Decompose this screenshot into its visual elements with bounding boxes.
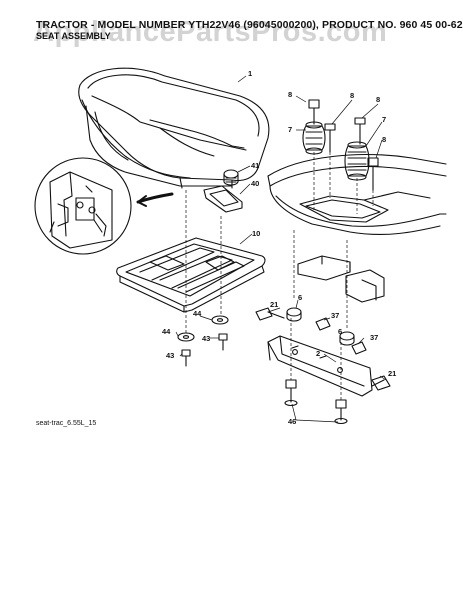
bracket-40 — [203, 185, 243, 213]
bolt-8-c — [354, 117, 366, 145]
nut-6-left — [286, 307, 302, 322]
callout-6-a: 6 — [298, 293, 302, 302]
screw-43-a — [218, 333, 228, 351]
bolt-8-d — [367, 157, 379, 191]
callout-7-a: 7 — [288, 125, 292, 134]
callout-37-b: 37 — [370, 333, 378, 342]
pivot-bracket — [297, 255, 385, 303]
callout-44-a: 44 — [193, 309, 202, 318]
bolt-8-b — [324, 123, 336, 153]
callout-8-d: 8 — [382, 135, 386, 144]
callout-1: 1 — [248, 69, 252, 78]
knob-41 — [223, 169, 239, 186]
spring-right — [344, 141, 370, 181]
bolt-8-a — [308, 99, 320, 125]
watermark: AppliancePartsPros.com — [33, 16, 388, 48]
callout-10: 10 — [252, 229, 260, 238]
callout-8-a: 8 — [288, 90, 292, 99]
screw-43-b — [181, 349, 191, 367]
callout-41: 41 — [251, 161, 259, 170]
leader-lines — [175, 75, 387, 423]
callout-44-b: 44 — [162, 327, 171, 336]
callout-37-a: 37 — [331, 311, 339, 320]
callout-43-a: 43 — [202, 334, 210, 343]
fender — [267, 154, 447, 236]
callout-21-b: 21 — [388, 369, 396, 378]
seat — [78, 67, 270, 189]
detail-inset — [34, 157, 132, 255]
diagram-subtitle: SEAT ASSEMBLY — [36, 31, 111, 41]
washer-44-b — [177, 332, 195, 342]
seat-pan — [116, 237, 266, 313]
clip-37-right — [351, 341, 367, 355]
nut-6-right — [339, 331, 355, 346]
callout-46: 46 — [288, 417, 296, 426]
spring-left — [302, 121, 326, 155]
callout-8-b: 8 — [350, 91, 354, 100]
detail-arrow — [136, 192, 174, 204]
bolt-21-left — [255, 307, 285, 321]
clip-37-left — [315, 317, 331, 331]
callout-21-a: 21 — [270, 300, 278, 309]
callout-6-b: 6 — [338, 327, 342, 336]
bolt-21-right — [371, 375, 391, 391]
seat-plate — [267, 335, 373, 397]
callout-2: 2 — [316, 349, 320, 358]
bolt-46-right — [334, 399, 348, 425]
assembly-lines — [185, 152, 374, 400]
washer-44-a — [211, 315, 229, 325]
callout-7-b: 7 — [382, 115, 386, 124]
callout-8-c: 8 — [376, 95, 380, 104]
callout-43-b: 43 — [166, 351, 174, 360]
footer-code: seat-trac_6.55L_15 — [36, 420, 97, 427]
callouts: 1 8 8 8 7 7 8 41 40 10 21 6 37 2 6 37 21… — [162, 69, 396, 426]
diagram-title: TRACTOR - MODEL NUMBER YTH22V46 (9604500… — [36, 19, 463, 31]
bolt-46-left — [284, 379, 298, 407]
callout-40: 40 — [251, 179, 259, 188]
